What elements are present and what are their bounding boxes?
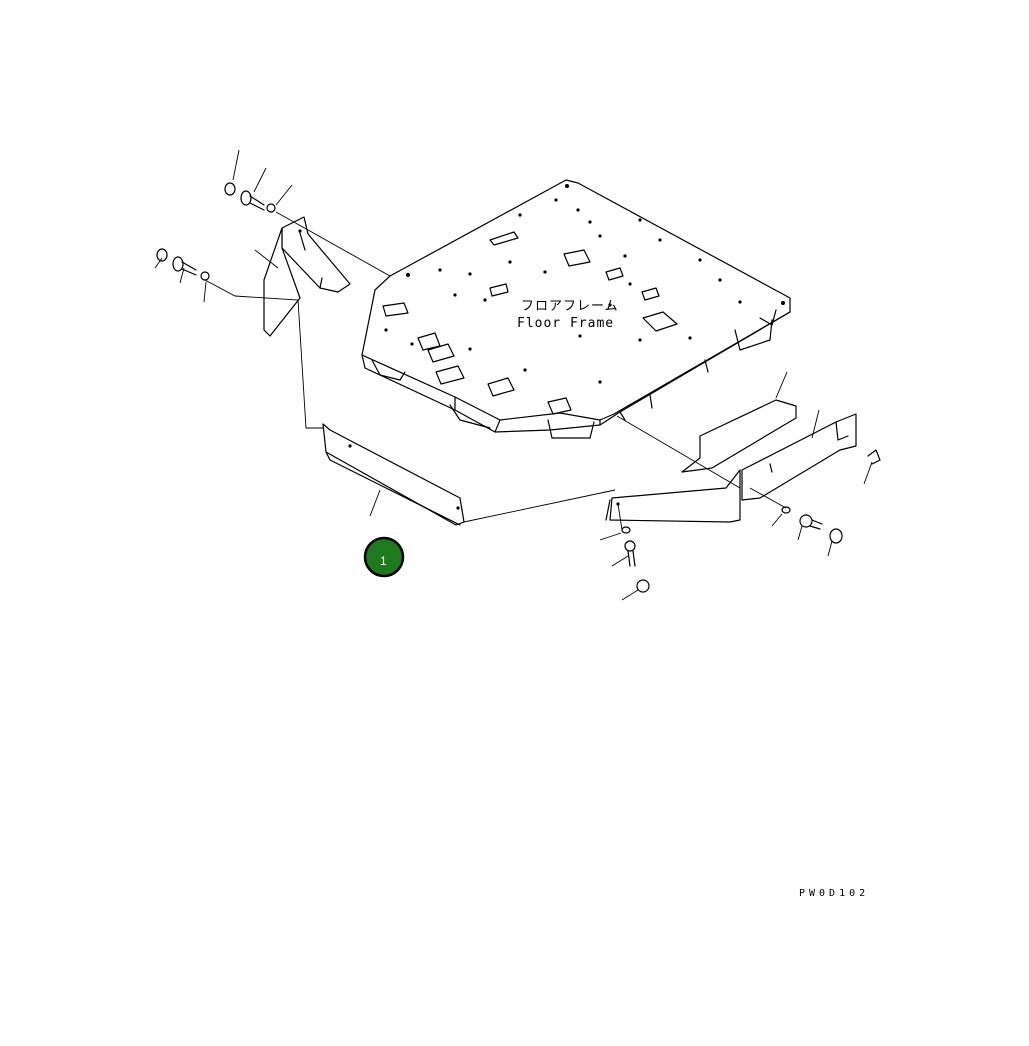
callout-1-number: 1 — [380, 554, 387, 568]
callout-1[interactable]: 1 — [363, 536, 405, 578]
right-channel — [681, 399, 857, 501]
right-bracket — [605, 469, 750, 523]
fasteners-right — [621, 449, 881, 593]
floor-frame-label-en: Floor Frame — [517, 316, 614, 331]
assembly-lines — [204, 211, 787, 531]
cover-plate — [322, 423, 465, 526]
drawing-code: PW0D102 — [799, 888, 869, 899]
floor-frame — [361, 179, 791, 439]
floor-frame-label-jp: フロアフレーム — [521, 299, 619, 314]
fasteners-top-left — [156, 182, 276, 281]
left-bracket — [263, 216, 351, 337]
leader-lines — [154, 149, 873, 601]
